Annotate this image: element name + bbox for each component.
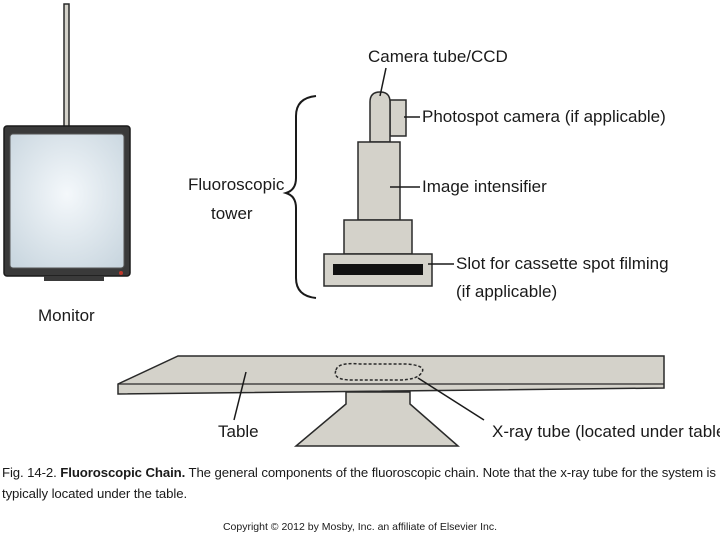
figure-text: The general components of the fluoroscop… (2, 465, 716, 501)
label-photospot-camera: Photospot camera (if applicable) (422, 107, 666, 126)
monitor-mount-pole (63, 3, 70, 129)
monitor (3, 3, 131, 281)
table (117, 355, 665, 447)
xray-tube-outline (334, 362, 424, 381)
leader-camera-tube (379, 67, 387, 97)
label-camera-tube: Camera tube/CCD (368, 47, 508, 66)
monitor-led (119, 271, 123, 275)
label-xray-tube: X-ray tube (located under table) (492, 422, 720, 441)
table-top (117, 355, 665, 395)
image-intensifier-body (343, 219, 413, 255)
label-image-intensifier: Image intensifier (422, 177, 547, 196)
image-intensifier-neck (357, 141, 401, 221)
fluoroscopic-tower (323, 91, 433, 287)
tower-brace (282, 95, 317, 299)
label-monitor: Monitor (38, 306, 95, 325)
label-slot-line1: Slot for cassette spot filming (456, 254, 669, 273)
figure-caption: Fig. 14-2. Fluoroscopic Chain. The gener… (2, 462, 716, 504)
label-slot-line2: (if applicable) (456, 282, 557, 301)
monitor-base (44, 276, 104, 281)
photospot-camera (389, 99, 407, 137)
leader-table (233, 371, 247, 421)
copyright-notice: Copyright © 2012 by Mosby, Inc. an affil… (222, 521, 498, 533)
figure-number: Fig. 14-2. (2, 465, 57, 480)
figure-title: Fluoroscopic Chain. (60, 465, 186, 480)
leader-xray-tube (417, 377, 485, 421)
camera-tube (369, 91, 391, 143)
table-base (293, 391, 460, 447)
monitor-screen (9, 133, 125, 269)
cassette-slot (333, 264, 423, 275)
label-table: Table (218, 422, 259, 441)
label-fluoroscopic-tower: Fluoroscopic (188, 175, 285, 194)
label-fluoroscopic-tower-2: tower (211, 204, 253, 223)
